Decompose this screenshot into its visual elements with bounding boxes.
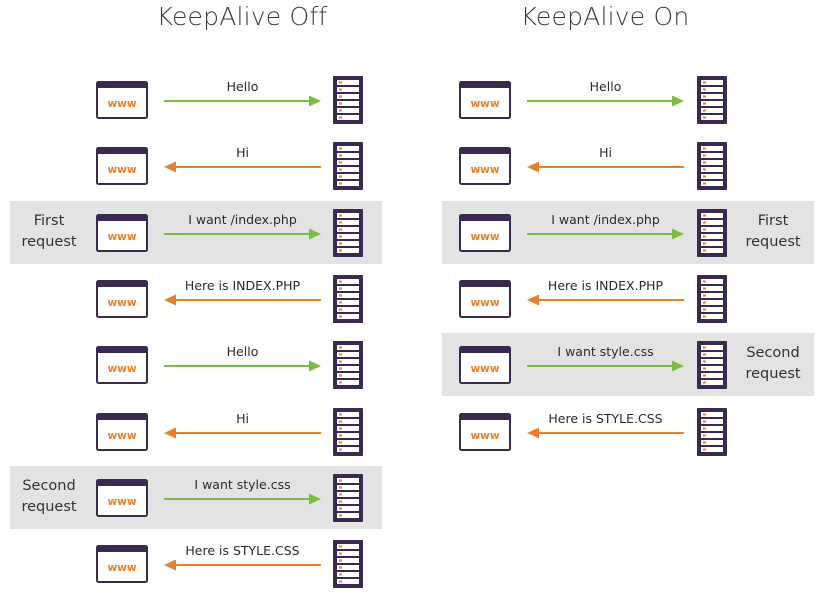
message-label: Hi [236,410,249,426]
svg-text:www: www [470,231,499,243]
svg-text:www: www [107,363,136,375]
request-arrow [527,358,684,372]
browser-window-icon: www [459,279,511,318]
request-label-line: Second [22,477,76,494]
message-label: Hi [236,145,249,161]
request-arrow [527,93,684,107]
server-icon [697,341,727,390]
browser-window-icon: www [459,412,511,451]
svg-text:www: www [107,164,136,176]
message-label: I want style.css [557,344,654,360]
svg-text:www: www [107,562,136,574]
svg-text:www: www [470,363,499,375]
request-arrow [164,491,321,505]
browser-window-icon: www [96,545,148,584]
request-label-line: First [757,212,789,229]
browser-window-icon: www [459,346,511,385]
message-label: Here is INDEX.PHP [547,277,664,293]
message-label: Hello [589,79,622,94]
request-label-line: request [21,498,77,515]
browser-window-icon: www [96,81,148,119]
request-arrow [527,226,684,240]
panel-title: KeepAlive Off [156,2,328,31]
browser-window-icon: www [96,213,148,252]
message-label: Here is STYLE.CSS [548,410,663,426]
svg-text:www: www [107,231,136,243]
svg-text:www: www [470,98,499,110]
request-label: Second request [738,343,808,385]
svg-text:www: www [107,98,136,110]
message-label: I want style.css [194,476,291,492]
svg-text:www: www [470,430,499,442]
request-arrow [164,358,321,372]
request-label-line: Second [746,345,800,362]
message-label: Hi [599,145,612,161]
request-label-line: First [33,212,65,229]
response-arrow [527,425,684,439]
panel-title: KeepAlive On [520,2,690,31]
browser-window-icon: www [96,279,148,318]
request-label: First request [738,211,808,253]
response-arrow [527,292,684,306]
server-icon [697,142,727,191]
server-icon [333,473,363,522]
svg-text:www: www [470,164,499,176]
browser-window-icon: www [96,478,148,517]
svg-text:www: www [107,430,136,442]
highlight-band [10,200,382,264]
highlight-band [10,465,382,529]
server-icon [333,540,363,589]
browser-window-icon: www [96,412,148,451]
browser-window-icon: www [459,213,511,252]
response-arrow [164,425,321,439]
response-arrow [164,557,321,571]
server-icon [697,407,727,456]
svg-text:www: www [470,297,499,309]
browser-window-icon: www [96,147,148,186]
message-label: I want /index.php [188,211,297,227]
response-arrow [164,159,321,173]
svg-text:www: www [107,297,136,309]
server-icon [333,274,363,323]
browser-window-icon: www [96,346,148,385]
request-label: First request [14,211,84,253]
server-icon [333,341,363,390]
message-label: I want /index.php [551,211,660,227]
response-arrow [527,159,684,173]
message-label: Hello [226,79,259,94]
message-label: Here is INDEX.PHP [184,277,301,293]
server-icon [333,407,363,456]
request-label-line: request [745,366,801,383]
request-label: Second request [14,476,84,518]
request-arrow [164,93,321,107]
request-label-line: request [21,233,77,250]
server-icon [697,76,727,124]
request-label-line: request [745,233,801,250]
browser-window-icon: www [459,147,511,186]
server-icon [333,76,363,124]
server-icon [333,142,363,191]
request-arrow [164,226,321,240]
server-icon [333,208,363,257]
message-label: Here is STYLE.CSS [185,543,300,559]
response-arrow [164,292,321,306]
server-icon [697,208,727,257]
browser-window-icon: www [459,81,511,119]
message-label: Hello [226,344,259,360]
server-icon [697,274,727,323]
svg-text:www: www [107,496,136,508]
